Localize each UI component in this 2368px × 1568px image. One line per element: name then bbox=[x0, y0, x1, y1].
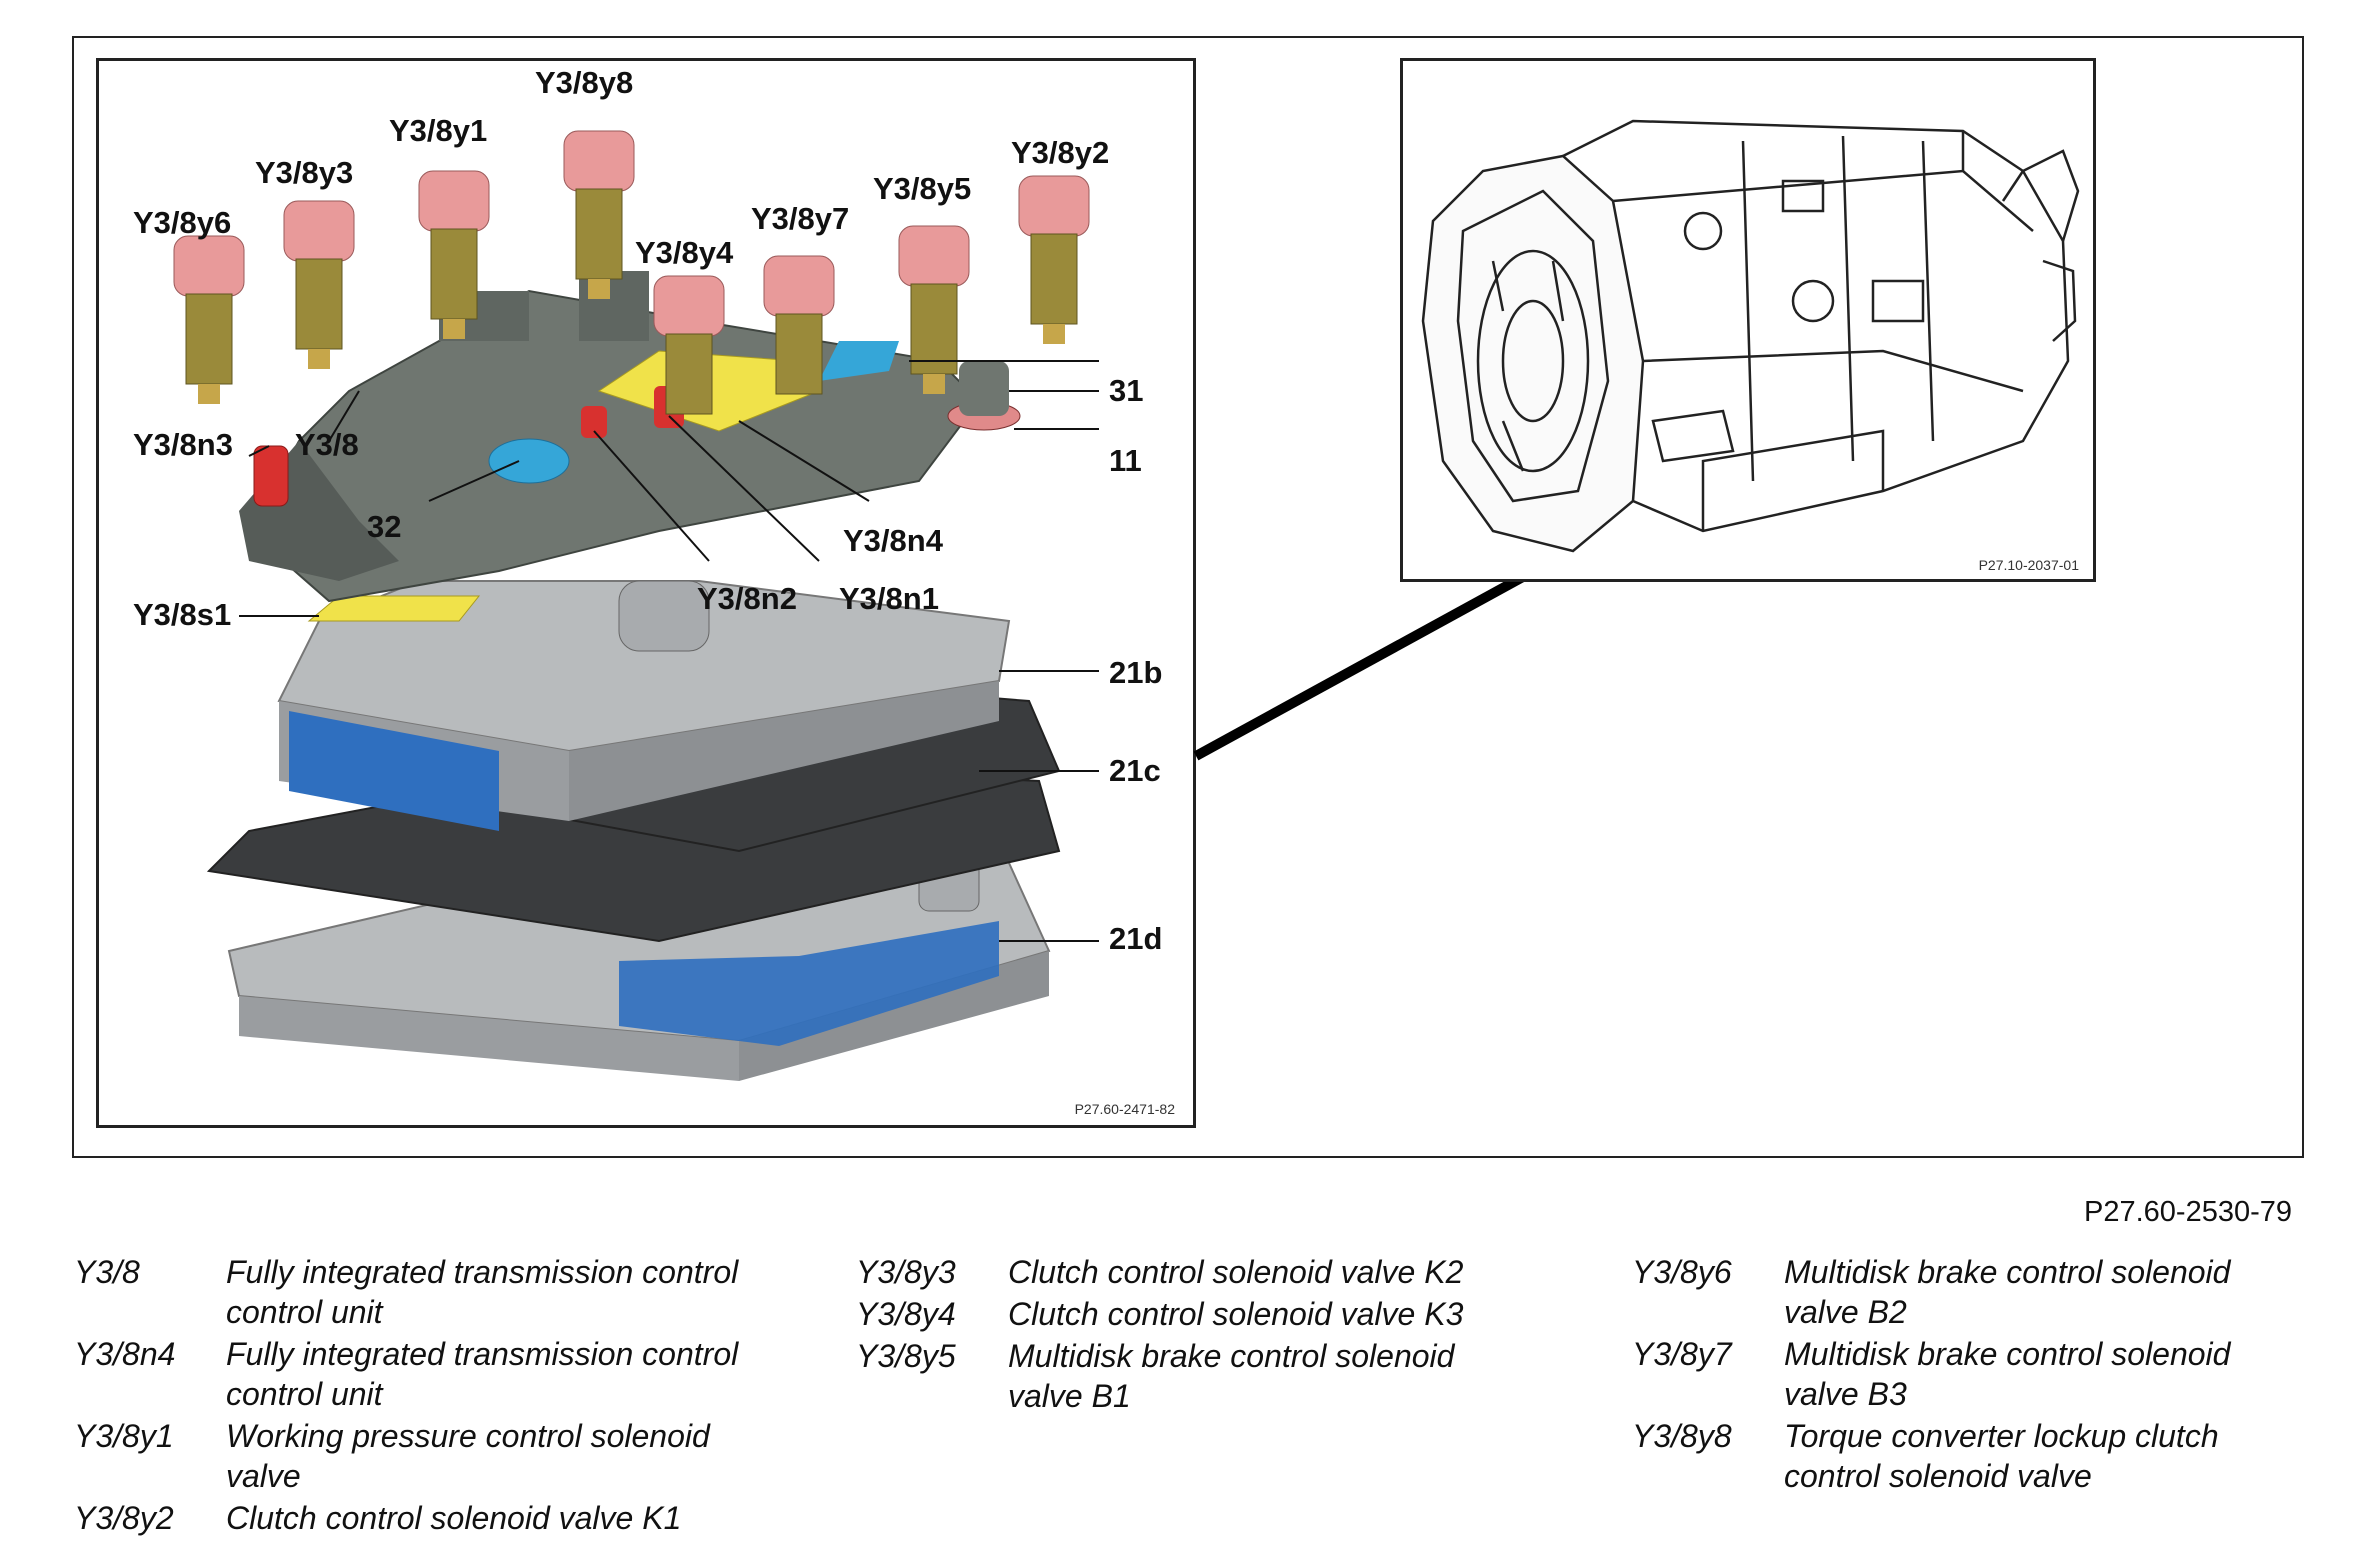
exploded-view-panel: Y3/8y6 Y3/8y3 Y3/8y1 Y3/8y8 Y3/8y4 Y3/8y… bbox=[96, 58, 1196, 1128]
legend-item: Y3/8y2 Clutch control solenoid valve K1 bbox=[74, 1498, 774, 1538]
legend-item: Y3/8 Fully integrated transmission contr… bbox=[74, 1252, 774, 1332]
legend-item: Y3/8y4 Clutch control solenoid valve K3 bbox=[856, 1294, 1516, 1334]
solenoid-y2 bbox=[1018, 175, 1090, 344]
legend-item: Y3/8n4 Fully integrated transmission con… bbox=[74, 1334, 774, 1414]
legend-item: Y3/8y7 Multidisk brake control solenoid … bbox=[1632, 1334, 2312, 1414]
callout-y3-8y3: Y3/8y3 bbox=[255, 155, 354, 190]
callout-y3-8y1: Y3/8y1 bbox=[389, 113, 488, 148]
solenoid-y7 bbox=[763, 255, 835, 395]
cyan-part-31 bbox=[819, 341, 899, 381]
legend-column-1: Y3/8 Fully integrated transmission contr… bbox=[74, 1252, 774, 1538]
solenoid-y6 bbox=[173, 235, 245, 404]
legend-code: Y3/8y1 bbox=[74, 1418, 174, 1454]
legend-desc: Fully integrated transmission control co… bbox=[226, 1336, 739, 1412]
legend-item: Y3/8y1 Working pressure control solenoid… bbox=[74, 1416, 774, 1496]
legend-desc: Multidisk brake control solenoid valve B… bbox=[1784, 1254, 2231, 1330]
legend-code: Y3/8y7 bbox=[1632, 1336, 1732, 1372]
right-panel-ref: P27.10-2037-01 bbox=[1978, 557, 2079, 573]
legend-column-2: Y3/8y3 Clutch control solenoid valve K2 … bbox=[856, 1252, 1516, 1416]
legend-desc: Multidisk brake control solenoid valve B… bbox=[1784, 1336, 2231, 1412]
red-sensor-n2 bbox=[581, 406, 607, 438]
legend-desc: Multidisk brake control solenoid valve B… bbox=[1008, 1338, 1455, 1414]
legend-desc: Clutch control solenoid valve K2 bbox=[1008, 1254, 1464, 1290]
legend-item: Y3/8y3 Clutch control solenoid valve K2 bbox=[856, 1252, 1516, 1292]
callout-y3-8y7: Y3/8y7 bbox=[751, 201, 850, 236]
red-sensor-n3 bbox=[253, 445, 289, 507]
leader-lines bbox=[239, 360, 1099, 942]
legend-code: Y3/8y6 bbox=[1632, 1254, 1732, 1290]
legend-item: Y3/8y6 Multidisk brake control solenoid … bbox=[1632, 1252, 2312, 1332]
legend-desc: Clutch control solenoid valve K3 bbox=[1008, 1296, 1464, 1332]
callout-y3-8y4: Y3/8y4 bbox=[635, 235, 734, 270]
callout-31: 31 bbox=[1109, 373, 1144, 408]
callout-y3-8y5: Y3/8y5 bbox=[873, 171, 972, 206]
legend-code: Y3/8y3 bbox=[856, 1254, 956, 1290]
solenoid-y4 bbox=[653, 275, 725, 415]
transmission-drawing bbox=[1421, 119, 2080, 553]
legend-code: Y3/8y8 bbox=[1632, 1418, 1732, 1454]
legend-code: Y3/8 bbox=[74, 1254, 140, 1290]
callout-11: 11 bbox=[1109, 443, 1142, 478]
callout-32: 32 bbox=[367, 509, 402, 544]
callout-y3-8n3: Y3/8n3 bbox=[133, 427, 233, 462]
legend-desc: Fully integrated transmission control co… bbox=[226, 1254, 739, 1330]
callout-y3-8y2: Y3/8y2 bbox=[1011, 135, 1110, 170]
callout-21b: 21b bbox=[1109, 655, 1163, 690]
callout-21c: 21c bbox=[1109, 753, 1161, 788]
callout-y3-8: Y3/8 bbox=[295, 427, 359, 462]
exploded-view-drawing bbox=[173, 130, 1099, 1081]
solenoid-y8 bbox=[563, 130, 635, 299]
transmission-panel: P27.10-2037-01 bbox=[1400, 58, 2096, 582]
legend-item: Y3/8y5 Multidisk brake control solenoid … bbox=[856, 1336, 1516, 1416]
legend-desc: Working pressure control solenoid valve bbox=[226, 1418, 710, 1494]
solenoid-y1 bbox=[418, 170, 490, 339]
legend-desc: Clutch control solenoid valve K1 bbox=[226, 1500, 682, 1536]
valve-body-upper bbox=[277, 580, 1011, 831]
callout-y3-8y6: Y3/8y6 bbox=[133, 205, 232, 240]
callout-y3-8n4: Y3/8n4 bbox=[843, 523, 943, 558]
yellow-sensor-board-s1 bbox=[307, 595, 481, 622]
callout-y3-8s1: Y3/8s1 bbox=[133, 597, 232, 632]
solenoid-y5 bbox=[898, 225, 970, 394]
left-panel-ref: P27.60-2471-82 bbox=[1074, 1101, 1175, 1117]
legend-code: Y3/8y4 bbox=[856, 1296, 956, 1332]
legend-item: Y3/8y8 Torque converter lockup clutch co… bbox=[1632, 1416, 2312, 1496]
callout-21d: 21d bbox=[1109, 921, 1163, 956]
legend-desc: Torque converter lockup clutch control s… bbox=[1784, 1418, 2219, 1494]
solenoid-y3 bbox=[283, 200, 355, 369]
figure-code: P27.60-2530-79 bbox=[2084, 1196, 2292, 1228]
legend-column-3: Y3/8y6 Multidisk brake control solenoid … bbox=[1632, 1252, 2312, 1496]
legend: Y3/8 Fully integrated transmission contr… bbox=[0, 1252, 2368, 1552]
cyan-part-32 bbox=[488, 438, 570, 484]
figure-frame bbox=[72, 36, 2304, 1158]
callout-y3-8n1: Y3/8n1 bbox=[839, 581, 939, 616]
legend-code: Y3/8y5 bbox=[856, 1338, 956, 1374]
legend-code: Y3/8n4 bbox=[74, 1336, 176, 1372]
callout-y3-8y8: Y3/8y8 bbox=[535, 65, 634, 100]
callout-y3-8n2: Y3/8n2 bbox=[697, 581, 797, 616]
legend-code: Y3/8y2 bbox=[74, 1500, 174, 1536]
